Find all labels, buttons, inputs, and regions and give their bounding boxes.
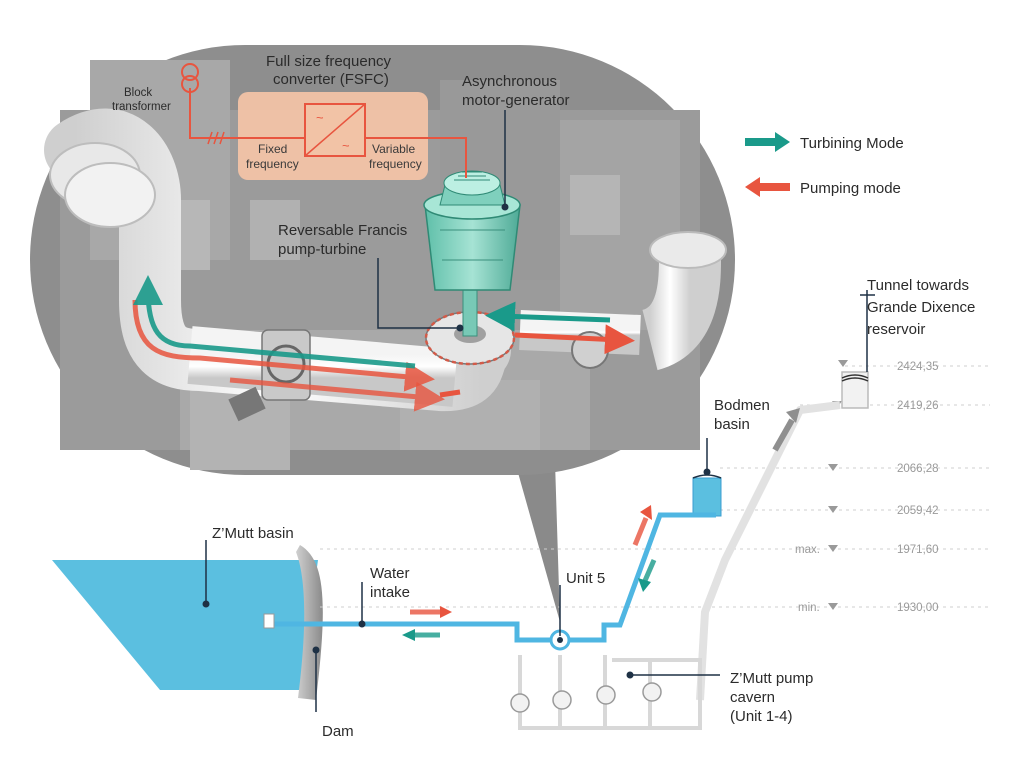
variable-frequency-label-1: Variable — [372, 142, 415, 156]
fixed-frequency-label-1: Fixed — [258, 142, 287, 156]
legend-turbining-label: Turbining Mode — [800, 135, 904, 152]
pump-turbine-label-1: Reversable Francis — [278, 222, 407, 239]
transformer-icon — [181, 63, 199, 93]
fsfc-title-2: converter (FSFC) — [273, 71, 389, 88]
legend: Turbining Mode Pumping mode — [745, 132, 904, 197]
elevation-2059: 2059,42 — [897, 505, 939, 517]
pump-cavern-label-2: cavern — [730, 689, 775, 706]
block-transformer-label-1: Block — [124, 87, 152, 99]
variable-frequency-label-2: frequency — [369, 157, 422, 171]
pump-turbine-label-2: pump-turbine — [278, 241, 366, 258]
bodmen-basin — [692, 477, 722, 517]
elevation-1971: 1971,60 — [897, 544, 939, 556]
elevation-lines — [320, 365, 990, 608]
pump-units-1-4 — [510, 682, 662, 713]
svg-text:~: ~ — [342, 138, 350, 153]
legend-pumping: Pumping mode — [745, 177, 901, 197]
tunnel-label-1: Tunnel towards — [867, 277, 969, 294]
main-pipeline — [268, 512, 716, 643]
unit5-label: Unit 5 — [566, 570, 605, 587]
bodmen-label-1: Bodmen — [714, 397, 770, 414]
svg-text:~: ~ — [316, 110, 324, 125]
machine-hall-bubble — [30, 45, 735, 622]
fixed-frequency-label-2: frequency — [246, 157, 299, 171]
elevation-min-prefix: min. — [798, 602, 820, 614]
legend-turbining: Turbining Mode — [745, 132, 904, 152]
existing-pipeline — [696, 401, 841, 701]
water-intake-label-2: intake — [370, 584, 410, 601]
pump-cavern-label-1: Z’Mutt pump — [730, 670, 813, 687]
elevation-1930: 1930,00 — [897, 602, 939, 614]
unit5-machine — [549, 629, 571, 651]
elevation-2066: 2066,28 — [897, 463, 939, 475]
zmutt-basin — [52, 560, 318, 690]
elevation-max-prefix: max. — [795, 544, 820, 556]
motor-generator-label-1: Asynchronous — [462, 73, 557, 90]
water-intake-label-1: Water — [370, 565, 409, 582]
fsfc-title-1: Full size frequency — [266, 53, 392, 70]
elevation-2424: 2424,35 — [897, 361, 939, 373]
bodmen-label-2: basin — [714, 416, 750, 433]
elevation-2419: 2419,26 — [897, 400, 939, 412]
zmutt-basin-label: Z’Mutt basin — [212, 525, 294, 542]
fsfc-converter: ~ ~ Fixed frequency Variable frequency — [189, 88, 467, 180]
legend-pumping-label: Pumping mode — [800, 180, 901, 197]
block-transformer-label-2: transformer — [112, 101, 171, 113]
tunnel-label-2: Grande Dixence — [867, 299, 975, 316]
pump-cavern-label-3: (Unit 1-4) — [730, 708, 793, 725]
tunnel-label-3: reservoir — [867, 321, 925, 338]
dam-label: Dam — [322, 723, 354, 740]
motor-generator-label-2: motor-generator — [462, 92, 570, 109]
